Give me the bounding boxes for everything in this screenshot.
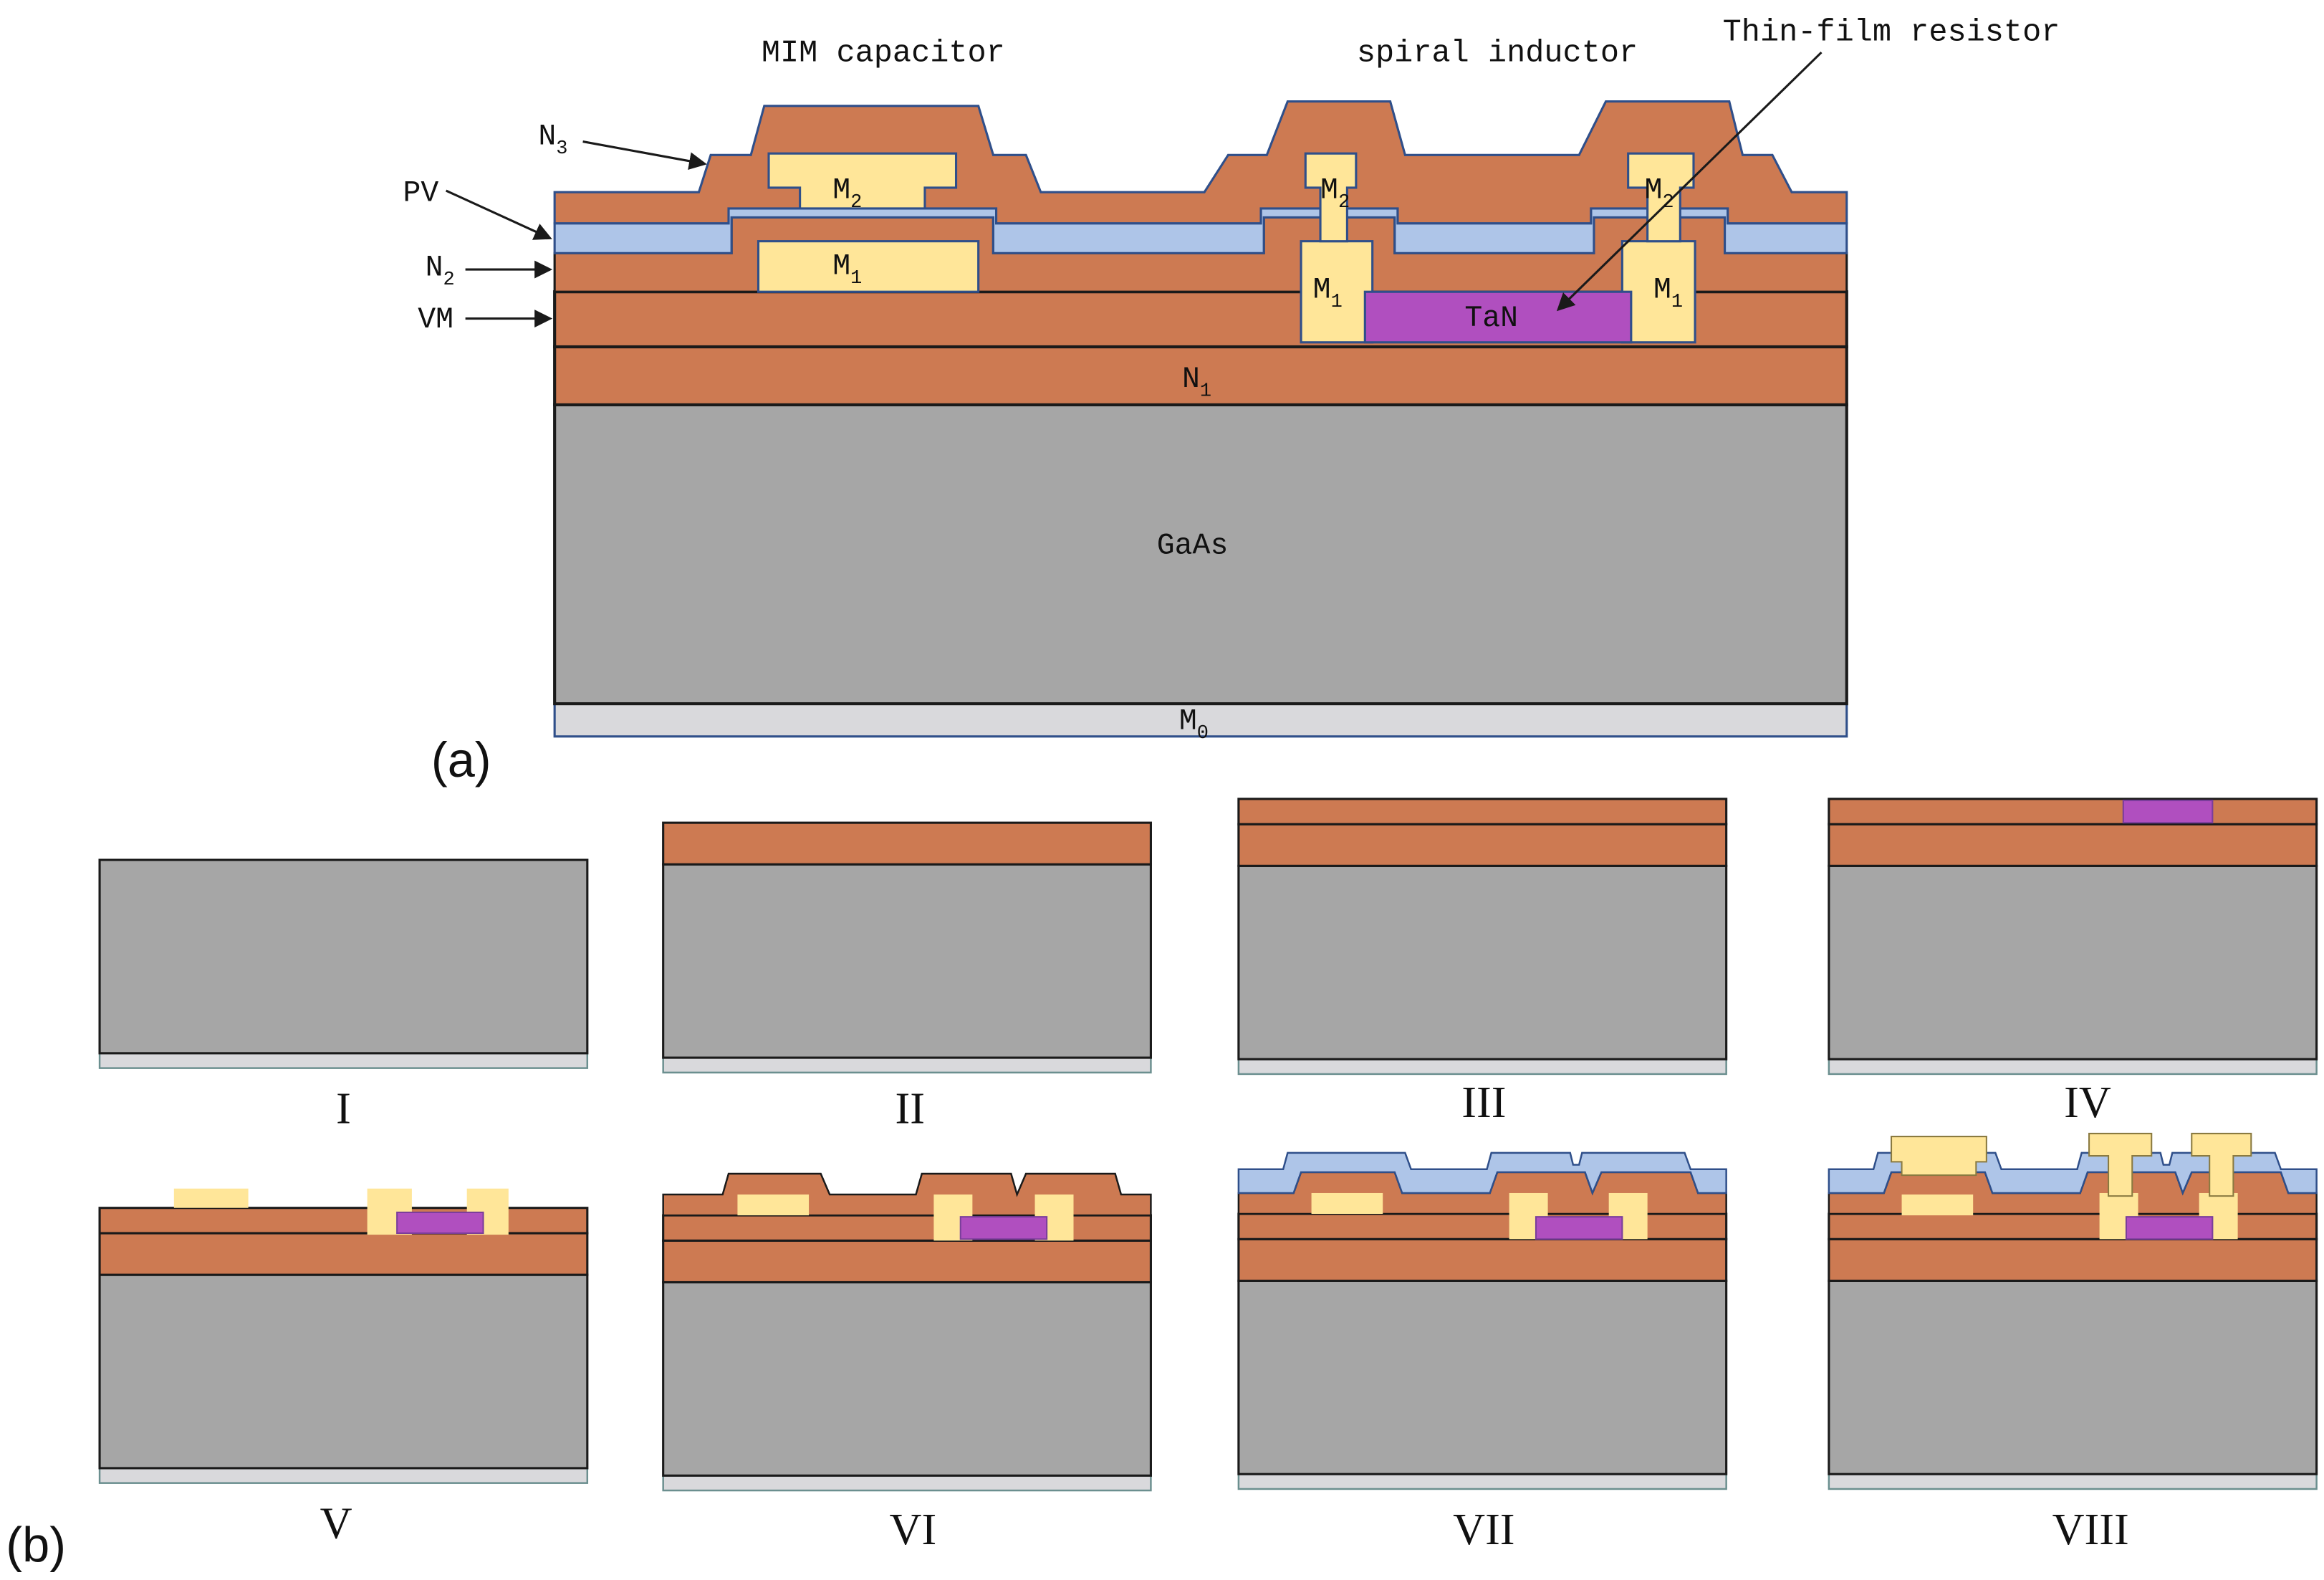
step-label-6: VI bbox=[890, 1505, 937, 1554]
pv-layer bbox=[1237, 1152, 1727, 1196]
n1-layer bbox=[1237, 823, 1728, 867]
step-4-diagram bbox=[1828, 798, 2318, 1076]
substrate bbox=[1237, 864, 1728, 1060]
mim-m2 bbox=[1890, 1136, 1987, 1177]
backside-metal bbox=[1237, 1058, 1727, 1076]
step-label-2: II bbox=[895, 1084, 924, 1133]
n1-layer bbox=[1237, 1237, 1728, 1282]
arrow-pv bbox=[446, 189, 552, 240]
panel-b: I II III IV V VI VII VIII (b) bbox=[6, 798, 2318, 1573]
label-n1: N1 bbox=[1182, 363, 1211, 402]
tan-resistor bbox=[396, 1211, 484, 1235]
label-gaas: GaAs bbox=[1157, 529, 1229, 562]
vm-layer bbox=[1237, 1212, 1728, 1240]
step-label-7: VII bbox=[1453, 1505, 1514, 1554]
label-m1-resistor: M1 bbox=[1653, 274, 1683, 313]
resistor-m2 bbox=[1627, 152, 1695, 243]
arrow-resistor bbox=[1556, 51, 1823, 312]
step-7-diagram bbox=[1237, 1152, 1728, 1490]
label-m1-inductor: M1 bbox=[1313, 274, 1343, 313]
label-vm: VM bbox=[418, 303, 453, 337]
arrow-n3 bbox=[582, 140, 707, 171]
step-label-8: VIII bbox=[2052, 1505, 2129, 1554]
step-label-5: V bbox=[320, 1499, 352, 1548]
backside-metal bbox=[662, 1475, 1152, 1492]
backside-metal bbox=[1828, 1473, 2318, 1490]
vm-layer bbox=[98, 1207, 589, 1235]
step-2-diagram bbox=[662, 821, 1152, 1074]
label-m2-mim: M2 bbox=[832, 173, 862, 213]
label-n2: N2 bbox=[426, 251, 455, 290]
substrate bbox=[98, 858, 589, 1055]
n1-layer bbox=[98, 1232, 589, 1276]
backside-metal bbox=[1237, 1473, 1727, 1490]
inductor-m2 bbox=[2088, 1132, 2153, 1197]
vm-layer bbox=[662, 1214, 1152, 1242]
n1-layer bbox=[1828, 823, 2318, 867]
step-8-diagram bbox=[1828, 1132, 2318, 1490]
tan-resistor bbox=[959, 1216, 1048, 1240]
inductor-m1 bbox=[1300, 240, 1374, 344]
step-3-diagram bbox=[1237, 798, 1728, 1076]
substrate bbox=[662, 1280, 1152, 1477]
panel-a-label: (a) bbox=[431, 732, 491, 787]
backside-metal bbox=[1828, 1058, 2318, 1076]
panel-a: MIM capacitor spiral inductor Thin-film … bbox=[403, 15, 2060, 787]
vm-layer bbox=[1828, 798, 2318, 825]
mim-m1 bbox=[737, 1194, 810, 1216]
label-m2-inductor: M2 bbox=[1320, 173, 1350, 213]
inductor-m2 bbox=[1304, 152, 1358, 243]
substrate bbox=[1828, 864, 2318, 1060]
mim-m1 bbox=[173, 1188, 249, 1208]
title-thin-film-resistor: Thin-film resistor bbox=[1723, 15, 2060, 50]
label-m2-resistor: M2 bbox=[1644, 173, 1674, 213]
vm-layer bbox=[1828, 1212, 2318, 1240]
step-label-3: III bbox=[1461, 1078, 1506, 1127]
backside-metal bbox=[662, 1056, 1152, 1074]
backside-metal bbox=[98, 1052, 589, 1069]
title-spiral-inductor: spiral inductor bbox=[1357, 37, 1638, 72]
substrate bbox=[98, 1273, 589, 1470]
n2-layer bbox=[662, 1172, 1152, 1217]
label-tan: TaN bbox=[1464, 302, 1518, 335]
tan-resistor bbox=[2125, 1216, 2214, 1240]
substrate bbox=[1828, 1279, 2318, 1475]
panel-b-label: (b) bbox=[6, 1518, 66, 1573]
step-5-diagram bbox=[98, 1188, 589, 1484]
step-label-1: I bbox=[336, 1084, 351, 1133]
n1-layer bbox=[662, 1239, 1152, 1284]
mim-m1 bbox=[1901, 1194, 1974, 1216]
step-label-4: IV bbox=[2064, 1078, 2111, 1127]
tan-resistor bbox=[1535, 1216, 1623, 1240]
step-6-diagram bbox=[662, 1172, 1152, 1492]
gaas-substrate bbox=[553, 403, 1848, 706]
title-mim-capacitor: MIM capacitor bbox=[762, 37, 1005, 72]
mim-m2 bbox=[767, 152, 958, 210]
tan-resistor bbox=[2122, 799, 2214, 824]
vm-layer bbox=[1237, 798, 1728, 825]
mim-m1 bbox=[757, 240, 980, 293]
backside-metal bbox=[98, 1467, 589, 1484]
substrate bbox=[1237, 1279, 1728, 1475]
m0-layer bbox=[553, 702, 1848, 738]
resistor-m2 bbox=[2191, 1132, 2252, 1197]
label-m0: M0 bbox=[1179, 704, 1209, 744]
tan-resistor bbox=[1363, 290, 1633, 344]
step-1-diagram bbox=[98, 858, 589, 1069]
label-n3: N3 bbox=[538, 120, 567, 160]
n1-layer bbox=[662, 821, 1152, 866]
label-m1-mim: M1 bbox=[832, 249, 862, 289]
label-pv: PV bbox=[403, 177, 438, 211]
substrate bbox=[662, 863, 1152, 1059]
mim-m1 bbox=[1311, 1192, 1383, 1215]
n1-layer bbox=[1828, 1237, 2318, 1282]
